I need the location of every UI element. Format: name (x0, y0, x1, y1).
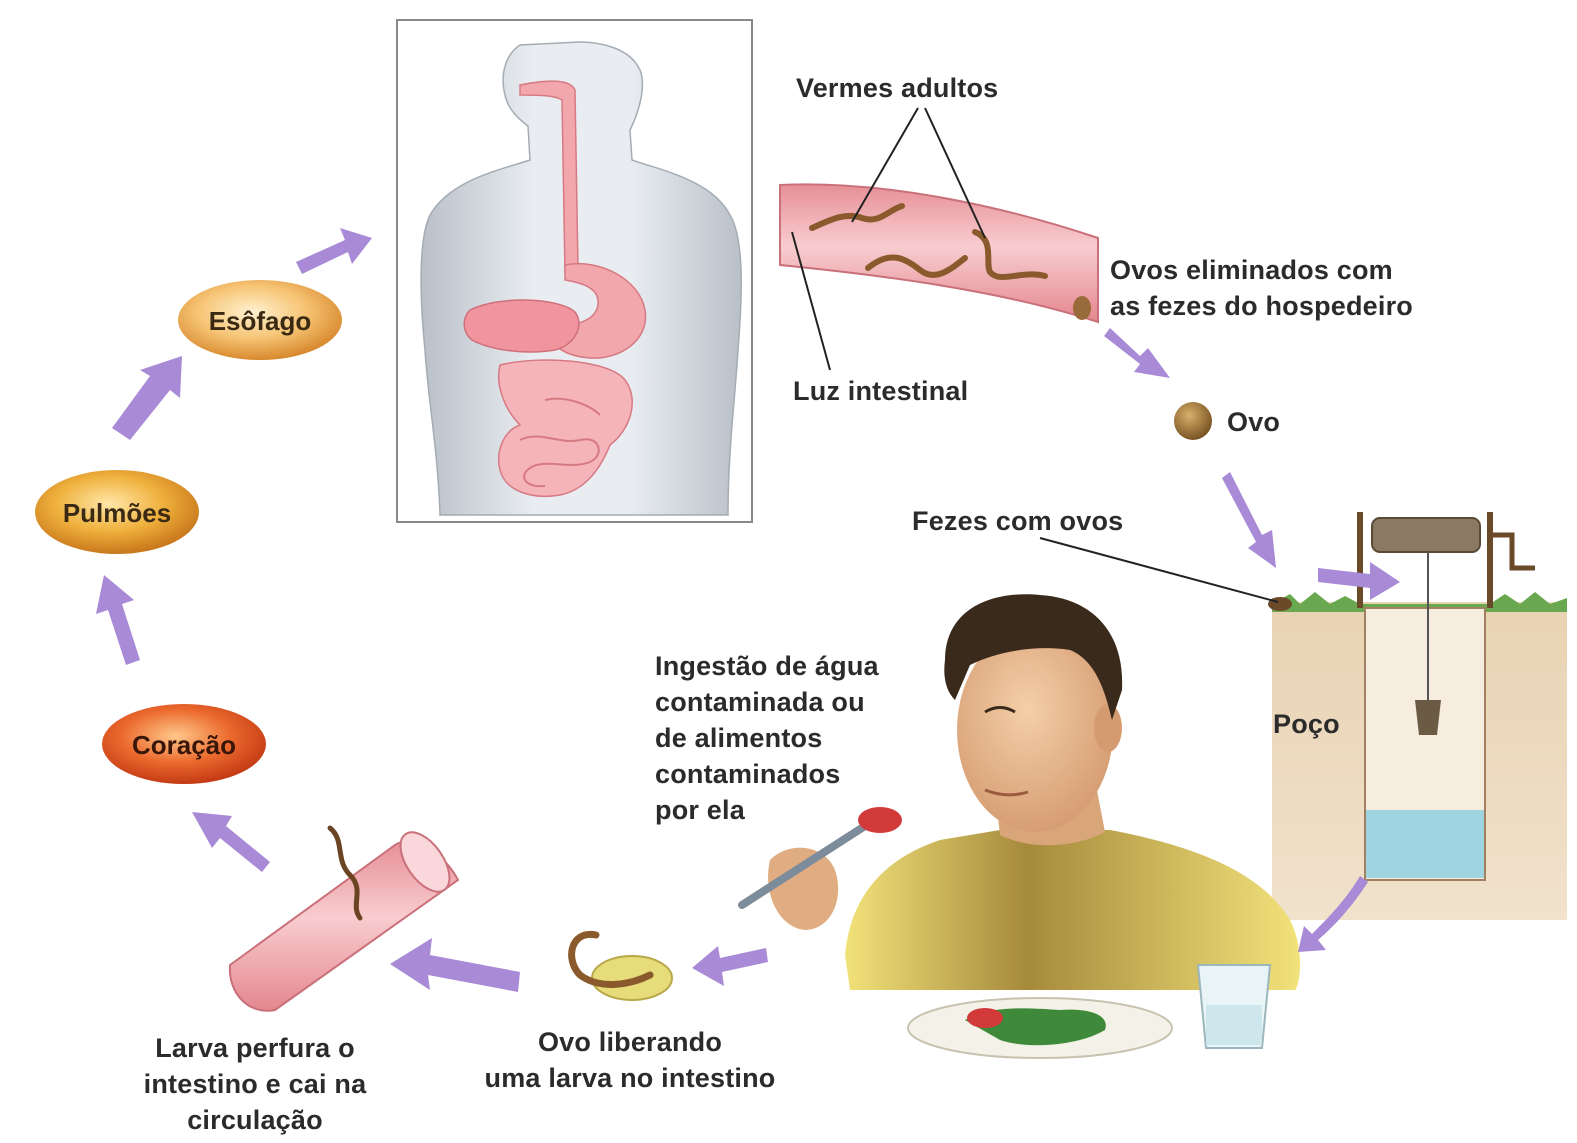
label-ingestao: Ingestão de água contaminada ou de alime… (655, 648, 879, 828)
digestive-system-illustration (397, 20, 752, 522)
label-fezes-com-ovos: Fezes com ovos (912, 503, 1123, 539)
arrow-man-to-larva (692, 946, 768, 986)
label-ovo: Ovo (1227, 404, 1280, 440)
man-hand (768, 848, 838, 930)
egg-releasing-larva (572, 934, 672, 1000)
well-water (1366, 810, 1484, 878)
label-ingestao-line-5: por ela (655, 792, 879, 828)
label-ingestao-line-1: Ingestão de água (655, 648, 879, 684)
node-coracao: Coração (102, 704, 266, 784)
label-ovo-liberando-line-1: Ovo liberando (452, 1024, 808, 1060)
node-esofago-label: Esôfago (209, 306, 312, 336)
fezes-pointer (1040, 538, 1278, 602)
label-ovo-liberando-line-2: uma larva no intestino (452, 1060, 808, 1096)
label-ingestao-line-2: contaminada ou (655, 684, 879, 720)
intestine-with-adult-worms (780, 108, 1098, 370)
plate-tomato (967, 1008, 1003, 1028)
label-ovos-eliminados-line-1: Ovos eliminados com (1110, 252, 1413, 288)
arrow-pulmoes-to-esofago (112, 356, 182, 440)
label-larva-perfura: Larva perfura o intestino e cai na circu… (110, 1030, 400, 1138)
label-larva-perfura-line-3: circulação (110, 1102, 400, 1138)
feces-at-intestine-end (1073, 296, 1091, 320)
label-ovo-liberando: Ovo liberando uma larva no intestino (452, 1024, 808, 1096)
man-ear (1094, 704, 1122, 752)
label-luz-intestinal: Luz intestinal (793, 373, 968, 409)
well-crank (1490, 535, 1535, 568)
well-windlass (1372, 518, 1480, 552)
label-ovos-eliminados-line-2: as fezes do hospedeiro (1110, 288, 1413, 324)
arrow-coracao-to-pulmoes (96, 575, 140, 665)
node-pulmoes: Pulmões (35, 470, 199, 554)
intestine-segment (780, 184, 1098, 322)
label-ingestao-line-4: contaminados (655, 756, 879, 792)
arrow-intestine-to-coracao (192, 812, 270, 872)
arrow-egg-to-well (1222, 472, 1276, 568)
liver (464, 300, 579, 352)
node-esofago: Esôfago (178, 280, 342, 360)
feces-with-eggs (1268, 597, 1292, 611)
arrow-larva-to-intestine (390, 938, 520, 992)
arrow-esofago-to-body (296, 228, 372, 274)
label-poco: Poço (1273, 706, 1340, 742)
label-ovos-eliminados: Ovos eliminados com as fezes do hospedei… (1110, 252, 1413, 324)
glass-water (1206, 1005, 1262, 1045)
node-pulmoes-label: Pulmões (63, 498, 171, 528)
label-larva-perfura-line-2: intestino e cai na (110, 1066, 400, 1102)
arrow-feces-to-egg (1104, 328, 1170, 378)
label-ingestao-line-3: de alimentos (655, 720, 879, 756)
well-bucket (1415, 700, 1441, 735)
label-vermes-adultos: Vermes adultos (796, 70, 998, 106)
egg-icon (1174, 402, 1212, 440)
egg-shell (592, 956, 672, 1000)
node-coracao-label: Coração (132, 730, 236, 760)
label-larva-perfura-line-1: Larva perfura o (110, 1030, 400, 1066)
